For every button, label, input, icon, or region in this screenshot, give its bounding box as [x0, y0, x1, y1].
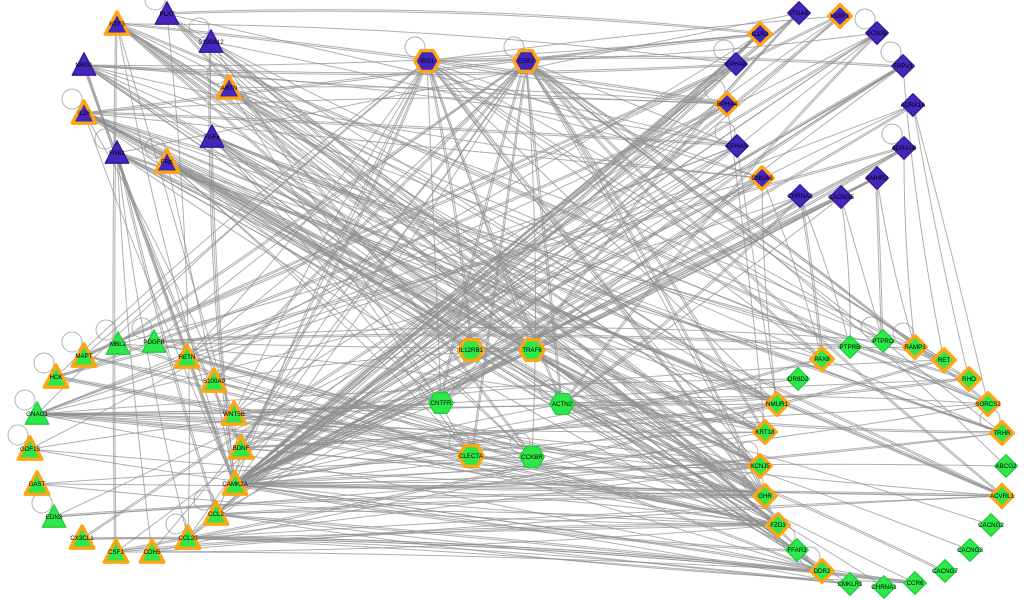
svg-text:CACNG5: CACNG5 [828, 194, 854, 201]
svg-text:SORCS2: SORCS2 [975, 401, 1001, 408]
svg-text:RETN: RETN [179, 354, 196, 361]
svg-text:EPHA8: EPHA8 [726, 61, 747, 68]
svg-text:IL26: IL26 [78, 110, 91, 117]
svg-text:S100A12: S100A12 [198, 39, 224, 46]
svg-text:SCN3B: SCN3B [867, 30, 888, 37]
svg-text:CCR6: CCR6 [907, 580, 924, 587]
svg-text:PLAT: PLAT [159, 11, 174, 18]
svg-text:TRAF6: TRAF6 [522, 347, 542, 354]
svg-text:NTF3: NTF3 [109, 21, 125, 28]
svg-text:CCL2: CCL2 [208, 511, 224, 518]
svg-text:CHRNA1: CHRNA1 [871, 584, 897, 591]
svg-text:CMKLR1: CMKLR1 [837, 581, 863, 588]
svg-text:ITGA8: ITGA8 [790, 10, 808, 17]
svg-text:CACNG3: CACNG3 [957, 547, 983, 554]
svg-text:IL12RB1: IL12RB1 [459, 347, 484, 354]
svg-text:MBL2: MBL2 [110, 341, 127, 348]
svg-text:PDGFB: PDGFB [143, 339, 164, 346]
svg-text:CACNG7: CACNG7 [932, 568, 958, 575]
svg-text:CLEC7A: CLEC7A [459, 453, 484, 460]
svg-text:IL1R2: IL1R2 [752, 31, 769, 38]
svg-text:OR8D2: OR8D2 [788, 376, 809, 383]
svg-text:ESR2: ESR2 [518, 58, 535, 65]
svg-text:WNT5B: WNT5B [223, 411, 245, 418]
svg-text:DDR2: DDR2 [814, 568, 831, 575]
svg-text:GDF15: GDF15 [20, 446, 41, 453]
svg-text:BDNF: BDNF [233, 445, 250, 452]
svg-text:ADRA1B: ADRA1B [892, 145, 917, 152]
svg-text:GNAO1: GNAO1 [26, 411, 48, 418]
svg-text:CACNG2: CACNG2 [978, 522, 1004, 529]
svg-text:CNTFR: CNTFR [431, 400, 452, 407]
svg-text:KCNJ5: KCNJ5 [750, 463, 770, 470]
svg-text:RHO: RHO [962, 376, 976, 383]
svg-text:ARTN: ARTN [221, 85, 238, 92]
svg-text:PAX8: PAX8 [814, 356, 830, 363]
svg-text:ADRA1A: ADRA1A [901, 102, 927, 109]
svg-text:ACVRL1: ACVRL1 [990, 493, 1015, 500]
svg-text:RET: RET [938, 357, 951, 364]
svg-text:FGF6: FGF6 [204, 134, 220, 141]
svg-text:MAPT: MAPT [75, 353, 92, 360]
svg-text:CX3CL1: CX3CL1 [70, 535, 94, 542]
svg-text:FFAR3: FFAR3 [787, 547, 807, 554]
svg-text:CAMK2A: CAMK2A [222, 481, 248, 488]
svg-text:NRG1: NRG1 [75, 62, 93, 69]
svg-text:TRHR: TRHR [993, 430, 1011, 437]
svg-text:NMUR1: NMUR1 [766, 401, 789, 408]
svg-text:FNB1: FNB1 [109, 150, 125, 157]
svg-text:CSF1: CSF1 [108, 549, 124, 556]
svg-text:GAST: GAST [29, 481, 46, 488]
svg-text:TRPV1: TRPV1 [893, 63, 914, 70]
svg-text:KRT18: KRT18 [755, 429, 775, 436]
svg-text:EPHA3: EPHA3 [727, 143, 748, 150]
svg-text:RAMP3: RAMP3 [904, 344, 926, 351]
svg-text:HCK: HCK [49, 374, 63, 381]
svg-text:PTPRO: PTPRO [872, 338, 894, 345]
svg-text:EDN3: EDN3 [46, 514, 63, 521]
svg-text:FRK: FRK [161, 159, 174, 166]
svg-text:CHRNA3: CHRNA3 [787, 193, 813, 200]
svg-text:CCL20: CCL20 [178, 535, 198, 542]
svg-text:CCKBR: CCKBR [521, 454, 543, 461]
svg-text:GHR: GHR [758, 493, 772, 500]
svg-text:FZD3: FZD3 [770, 522, 786, 529]
svg-text:ABCG2: ABCG2 [996, 463, 1018, 470]
svg-text:IRS1: IRS1 [420, 58, 434, 65]
svg-text:CDH5: CDH5 [144, 549, 161, 556]
svg-text:PTPRB: PTPRB [840, 344, 861, 351]
svg-text:AMHR2: AMHR2 [866, 175, 888, 182]
svg-text:EPHA4: EPHA4 [717, 101, 738, 108]
svg-text:CNGA3: CNGA3 [751, 175, 773, 182]
svg-text:S100A9: S100A9 [203, 378, 226, 385]
svg-text:KLRF1: KLRF1 [830, 13, 850, 20]
svg-text:ACTN2: ACTN2 [552, 401, 573, 408]
